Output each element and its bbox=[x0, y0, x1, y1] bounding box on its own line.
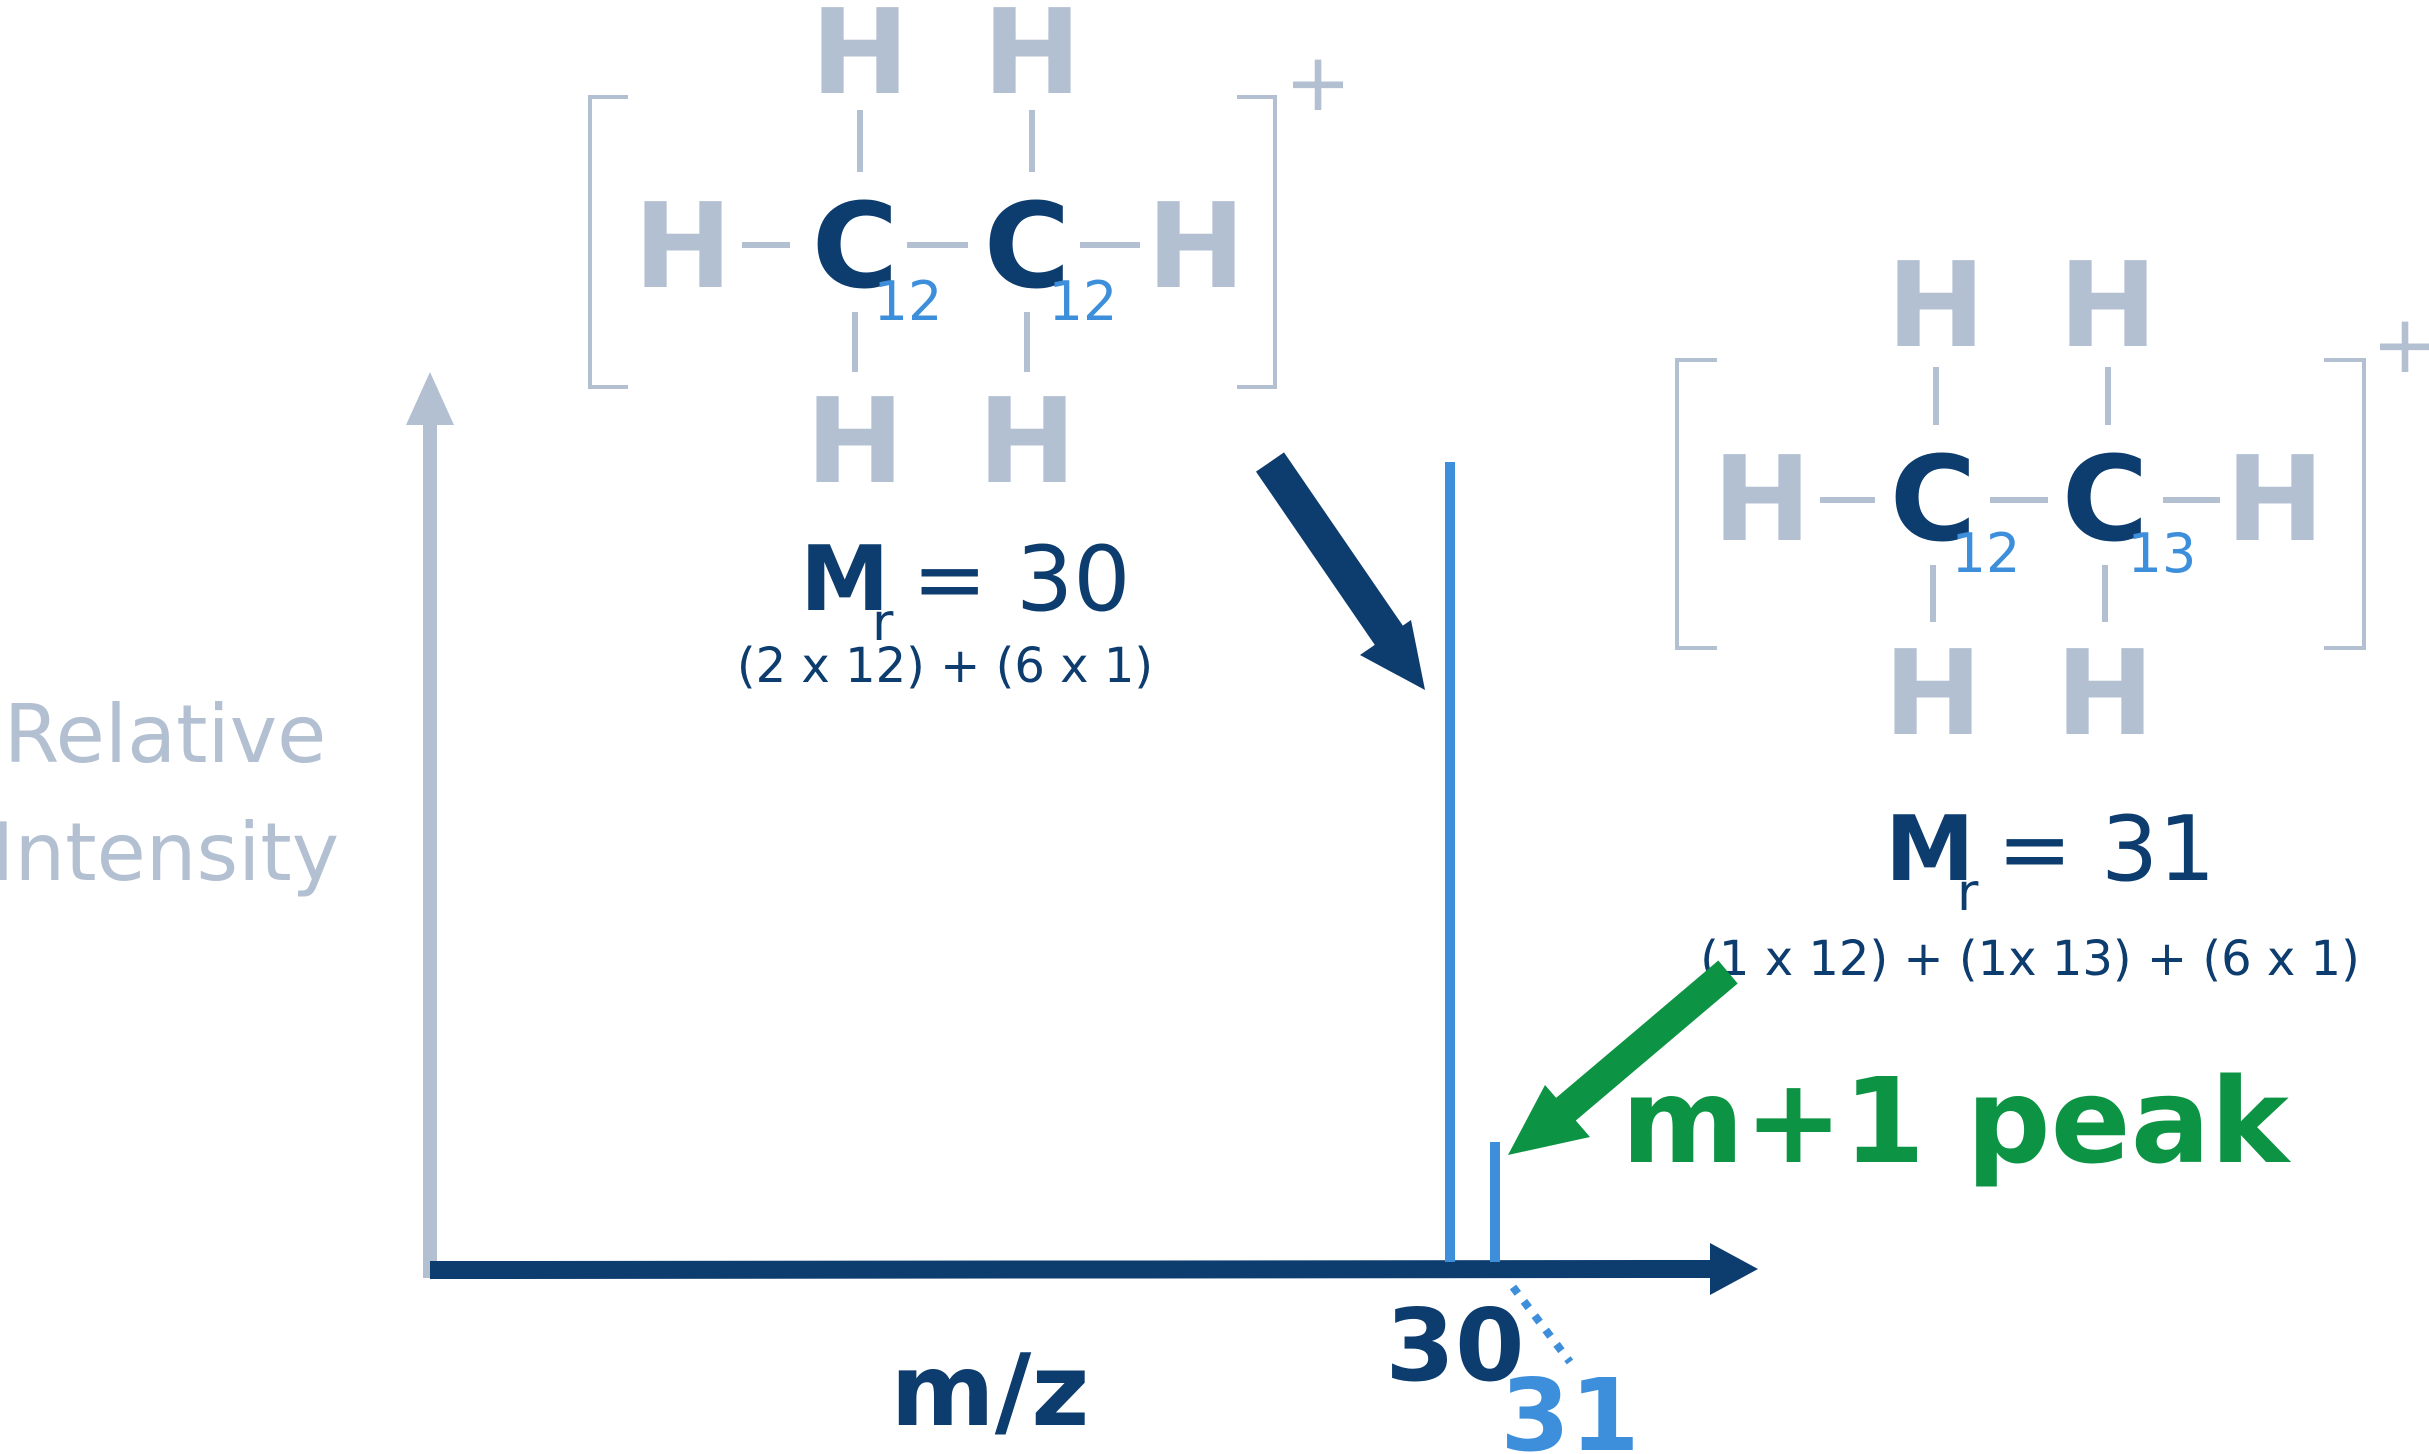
mr-symbol: M bbox=[1885, 797, 1975, 902]
y-axis-label-line-1: Relative bbox=[4, 688, 327, 781]
hydrogen-atom: H bbox=[2059, 236, 2158, 374]
chart-axes: Relative Intensity m/z bbox=[0, 372, 1758, 1449]
x-axis bbox=[429, 1260, 1721, 1279]
carbon-atom: C bbox=[984, 177, 1071, 315]
hydrogen-atom: H bbox=[811, 0, 910, 121]
hydrogen-atom: H bbox=[2226, 430, 2325, 568]
left-bracket bbox=[1675, 358, 1717, 650]
left-bracket bbox=[588, 95, 628, 389]
tick-label-30: 30 bbox=[1385, 1287, 1524, 1404]
x-axis-label: m/z bbox=[891, 1332, 1090, 1449]
arrow-head bbox=[1508, 1085, 1590, 1155]
mr-calculation: (1 x 12) + (1x 13) + (6 x 1) bbox=[1700, 931, 2360, 987]
x-axis-arrowhead bbox=[1710, 1243, 1758, 1295]
bonds bbox=[1820, 367, 2220, 622]
isotope-label: 12 bbox=[1049, 270, 1118, 333]
m-plus-1-peak-label: m+1 peak bbox=[1621, 1052, 2291, 1190]
hydrogen-atom: H bbox=[634, 177, 733, 315]
right-bracket bbox=[1237, 95, 1277, 389]
mr-value: = 31 bbox=[1997, 797, 2216, 902]
carbon-atom: C bbox=[2062, 430, 2149, 568]
hydrogen-atom: H bbox=[806, 372, 905, 510]
y-axis-label-line-2: Intensity bbox=[0, 806, 339, 899]
right-bracket bbox=[2324, 358, 2366, 650]
arrow-head bbox=[1360, 620, 1425, 690]
isotope-label: 12 bbox=[1952, 522, 2021, 585]
arrow-shaft bbox=[1255, 452, 1405, 647]
hydrogen-atom: H bbox=[2056, 624, 2155, 762]
hydrogen-atom: H bbox=[978, 372, 1077, 510]
hydrogen-atom: H bbox=[983, 0, 1082, 121]
tick-label-31: 31 bbox=[1500, 1357, 1639, 1454]
molecule-12-13: + H H H H H H C C 12 13 M r bbox=[1675, 236, 2429, 987]
mr-value: = 30 bbox=[912, 527, 1131, 632]
hydrogen-atom: H bbox=[1884, 624, 1983, 762]
y-axis-arrowhead bbox=[406, 372, 454, 425]
hydrogen-atom: H bbox=[1713, 430, 1812, 568]
mr-symbol: M bbox=[800, 527, 890, 632]
mr-subscript: r bbox=[872, 593, 894, 653]
carbon-atom: C bbox=[1890, 430, 1977, 568]
isotope-label: 13 bbox=[2128, 522, 2197, 585]
isotope-label: 12 bbox=[874, 270, 943, 333]
hydrogen-atom: H bbox=[1887, 236, 1986, 374]
arrow-shaft bbox=[1555, 960, 1738, 1122]
arrow-to-m-peak bbox=[1255, 452, 1425, 690]
arrow-to-m-plus-1-peak bbox=[1508, 960, 1738, 1155]
mr-calculation: (2 x 12) + (6 x 1) bbox=[737, 638, 1153, 694]
carbon-atom: C bbox=[812, 177, 899, 315]
peaks bbox=[1445, 462, 1500, 1262]
hydrogen-atom: H bbox=[1147, 177, 1246, 315]
tick-31-leader bbox=[1509, 1284, 1574, 1365]
molecule-12-12: + H H H H H H C C 12 12 bbox=[588, 0, 1352, 694]
charge-sign: + bbox=[1284, 36, 1351, 129]
bonds bbox=[742, 110, 1140, 372]
charge-sign: + bbox=[2371, 298, 2429, 391]
mr-subscript: r bbox=[1957, 863, 1979, 923]
